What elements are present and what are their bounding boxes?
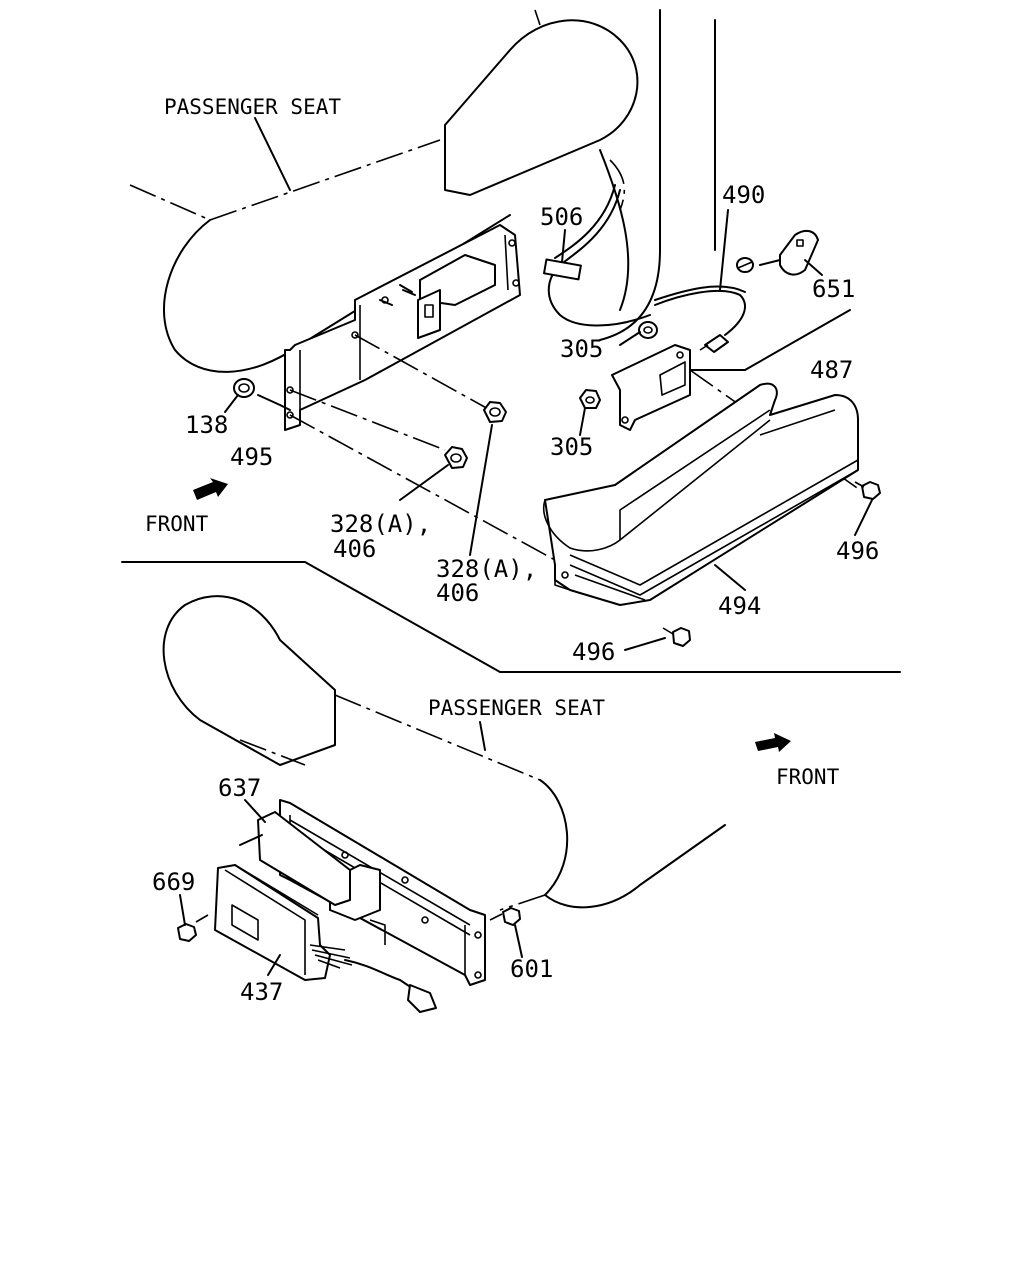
label-305-upper: 305 <box>560 335 603 363</box>
label-490: 490 <box>722 181 765 209</box>
label-305-lower: 305 <box>550 433 593 461</box>
label-328-right-a: 328(A), <box>436 555 537 583</box>
label-496-lower: 496 <box>572 638 615 666</box>
view-divider <box>121 561 901 673</box>
label-637: 637 <box>218 774 261 802</box>
label-651: 651 <box>812 275 855 303</box>
label-passenger-seat-top: PASSENGER SEAT <box>164 95 341 119</box>
bracket-637 <box>257 799 486 986</box>
label-601: 601 <box>510 955 553 983</box>
bracket-495 <box>284 224 521 431</box>
screw-669 <box>177 914 209 942</box>
front-arrow-upper-icon <box>193 478 228 500</box>
nut-328-left <box>444 446 468 469</box>
nut-305-upper <box>638 321 658 339</box>
label-437: 437 <box>240 978 283 1006</box>
label-487: 487 <box>810 356 853 384</box>
lower-seat-outline <box>162 595 726 911</box>
module-487 <box>611 344 691 431</box>
cover-494 <box>543 382 859 606</box>
label-front-top: FRONT <box>145 512 209 536</box>
screw-496-lower <box>662 627 691 647</box>
label-496-right: 496 <box>836 537 879 565</box>
label-328-right-b: 406 <box>436 579 479 607</box>
label-328-left-a: 328(A), <box>330 510 431 538</box>
front-arrow-lower-icon <box>755 733 791 752</box>
label-669: 669 <box>152 868 195 896</box>
label-328-left-b: 406 <box>333 535 376 563</box>
label-494: 494 <box>718 592 761 620</box>
nut-138 <box>233 378 255 398</box>
module-437 <box>214 864 437 1013</box>
label-506: 506 <box>540 203 583 231</box>
nut-328-right <box>483 401 507 423</box>
key-651 <box>736 229 819 276</box>
label-front-bottom: FRONT <box>776 765 840 789</box>
upper-seat-outline <box>129 9 716 373</box>
label-passenger-seat-bottom: PASSENGER SEAT <box>428 696 605 720</box>
nut-305-lower <box>579 389 601 409</box>
screw-496-right <box>854 481 881 500</box>
screw-601 <box>489 907 521 926</box>
label-495: 495 <box>230 443 273 471</box>
label-138: 138 <box>185 411 228 439</box>
